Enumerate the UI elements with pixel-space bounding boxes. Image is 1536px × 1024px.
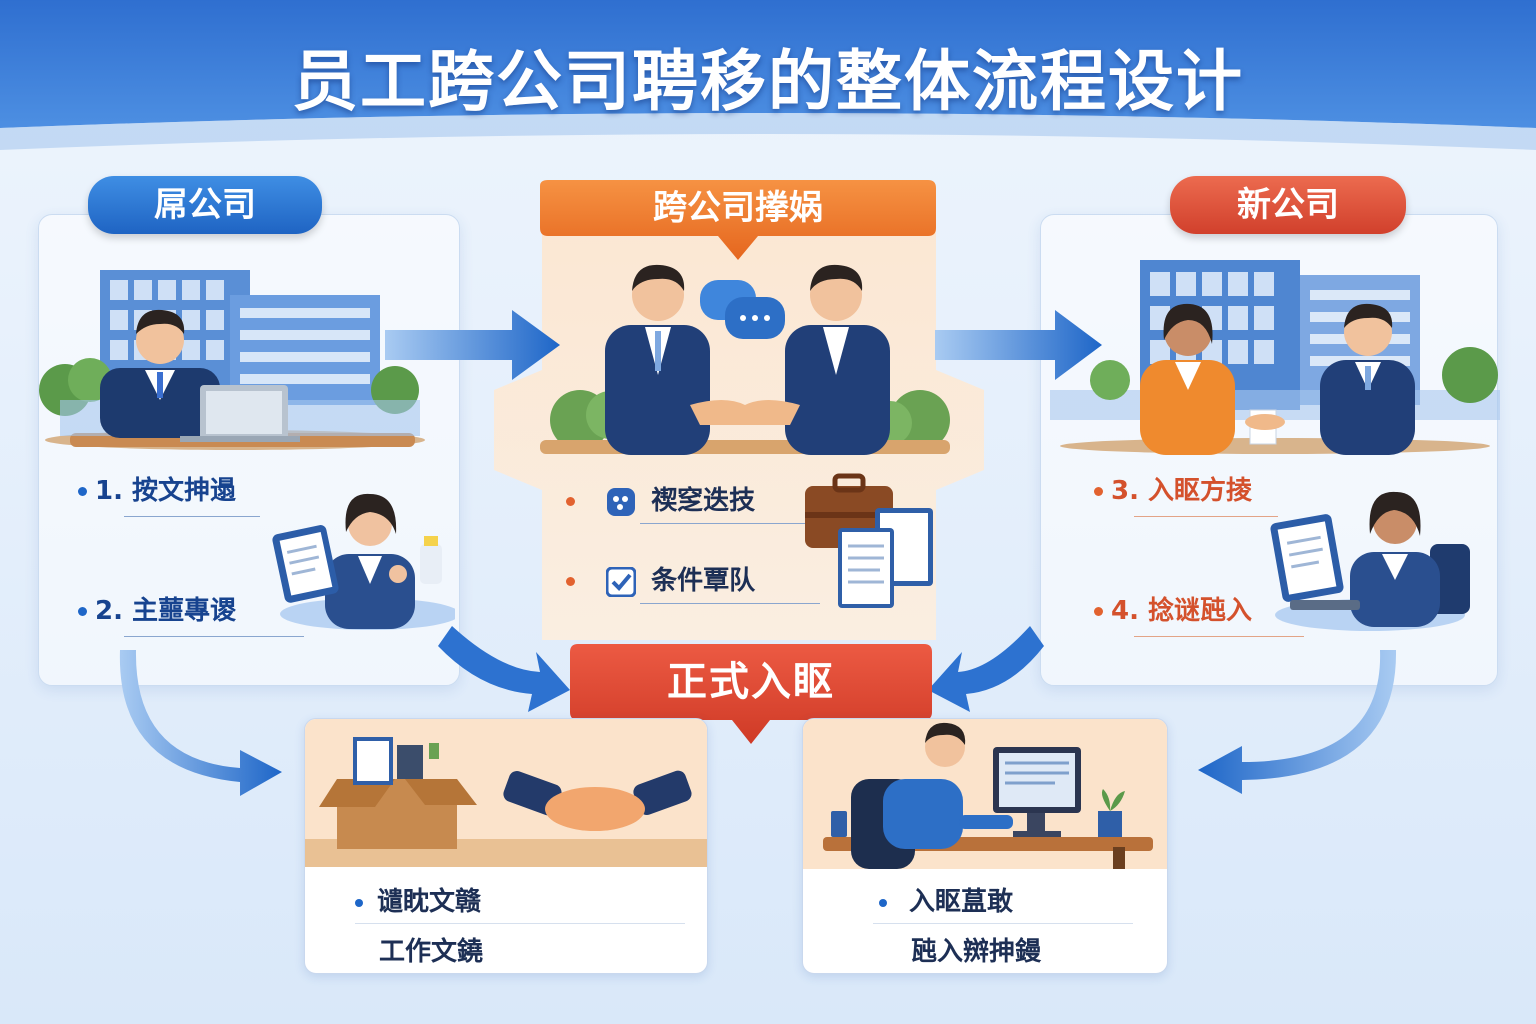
title-band <box>0 0 1536 150</box>
coordination-item-2-divider <box>640 603 820 604</box>
offboarding-bullet-text: 谴眈文赣 <box>377 887 482 917</box>
step-1-text: 1. 按文抻遢 <box>95 476 237 506</box>
coordination-item-1-text: 禊窆迭技 <box>651 486 756 516</box>
bullet-icon <box>566 497 575 506</box>
step-2-text: 2. 主蘁專谡 <box>95 596 237 626</box>
new-company-welcome-illustration <box>1050 260 1500 455</box>
step-3: 3. 入眍方掕 <box>1094 470 1252 507</box>
arrow-right-to-onboarding <box>928 626 1044 712</box>
coordination-item-1: 禊窆迭技 <box>566 480 755 517</box>
offboarding-handover-card: 谴眈文赣 工作文鐃 <box>304 718 708 974</box>
old-company-label: 屌公司 <box>88 176 322 234</box>
offboarding-bullet: 谴眈文赣 <box>355 881 481 918</box>
onboarding-divider <box>873 923 1133 924</box>
offboarding-sub: 工作文鐃 <box>379 937 484 967</box>
arrow-right-curve-down <box>1198 650 1397 794</box>
bullet-icon <box>1094 607 1103 616</box>
page-title: 员工跨公司聘移的整体流程设计 <box>292 43 1244 120</box>
coordination-item-2: 条件覃队 <box>566 560 755 597</box>
discussion-icon <box>607 487 636 516</box>
onboarding-bullet: 入眍蒀敢 <box>879 881 1013 918</box>
new-employee-clipboard-illustration <box>1270 491 1470 631</box>
onboarding-setup-card: 入眍蒀敢 瓲入辬抻鏝 <box>802 718 1168 974</box>
bullet-icon <box>1094 487 1103 496</box>
coordination-item-2-text: 条件覃队 <box>651 566 756 596</box>
arrow-left-to-onboarding <box>438 626 570 712</box>
bullet-icon <box>879 898 887 907</box>
onboarding-bullet-text: 入眍蒀敢 <box>909 887 1014 917</box>
step-4-text: 4. 捻谜瓲入 <box>1111 596 1253 626</box>
step-4-divider <box>1134 636 1304 637</box>
bullet-icon <box>566 577 575 586</box>
coordination-label-bg <box>540 180 936 260</box>
briefcase-documents-illustration <box>805 473 933 608</box>
arrow-coordination-to-new <box>935 310 1102 380</box>
new-company-label: 新公司 <box>1170 176 1406 234</box>
arrow-left-curve-down <box>119 650 282 796</box>
formal-onboarding-label: 正式入眍 <box>667 659 835 705</box>
hr-woman-clipboard-illustration <box>272 493 455 630</box>
step-2-divider <box>124 636 304 637</box>
onboarding-sub: 瓲入辬抻鏝 <box>911 937 1042 967</box>
checkbox-checked-icon <box>605 566 637 597</box>
bullet-icon <box>78 607 87 616</box>
coordination-label: 跨公司搼娲 <box>653 188 823 228</box>
box-handshake-illustration <box>305 719 707 867</box>
step-1-divider <box>124 516 260 517</box>
bullet-icon <box>78 487 87 496</box>
coordination-item-1-divider <box>640 523 820 524</box>
step-3-text: 3. 入眍方掕 <box>1111 476 1253 506</box>
old-company-office-illustration <box>39 270 425 450</box>
step-1: 1. 按文抻遢 <box>78 470 236 507</box>
step-2: 2. 主蘁專谡 <box>78 590 236 627</box>
employee-at-desk-illustration <box>803 719 1167 869</box>
step-3-divider <box>1134 516 1278 517</box>
negotiation-handshake-illustration <box>540 264 950 455</box>
step-4: 4. 捻谜瓲入 <box>1094 590 1252 627</box>
bullet-icon <box>355 898 363 907</box>
offboarding-divider <box>355 923 685 924</box>
arrow-old-to-coordination <box>385 310 560 380</box>
